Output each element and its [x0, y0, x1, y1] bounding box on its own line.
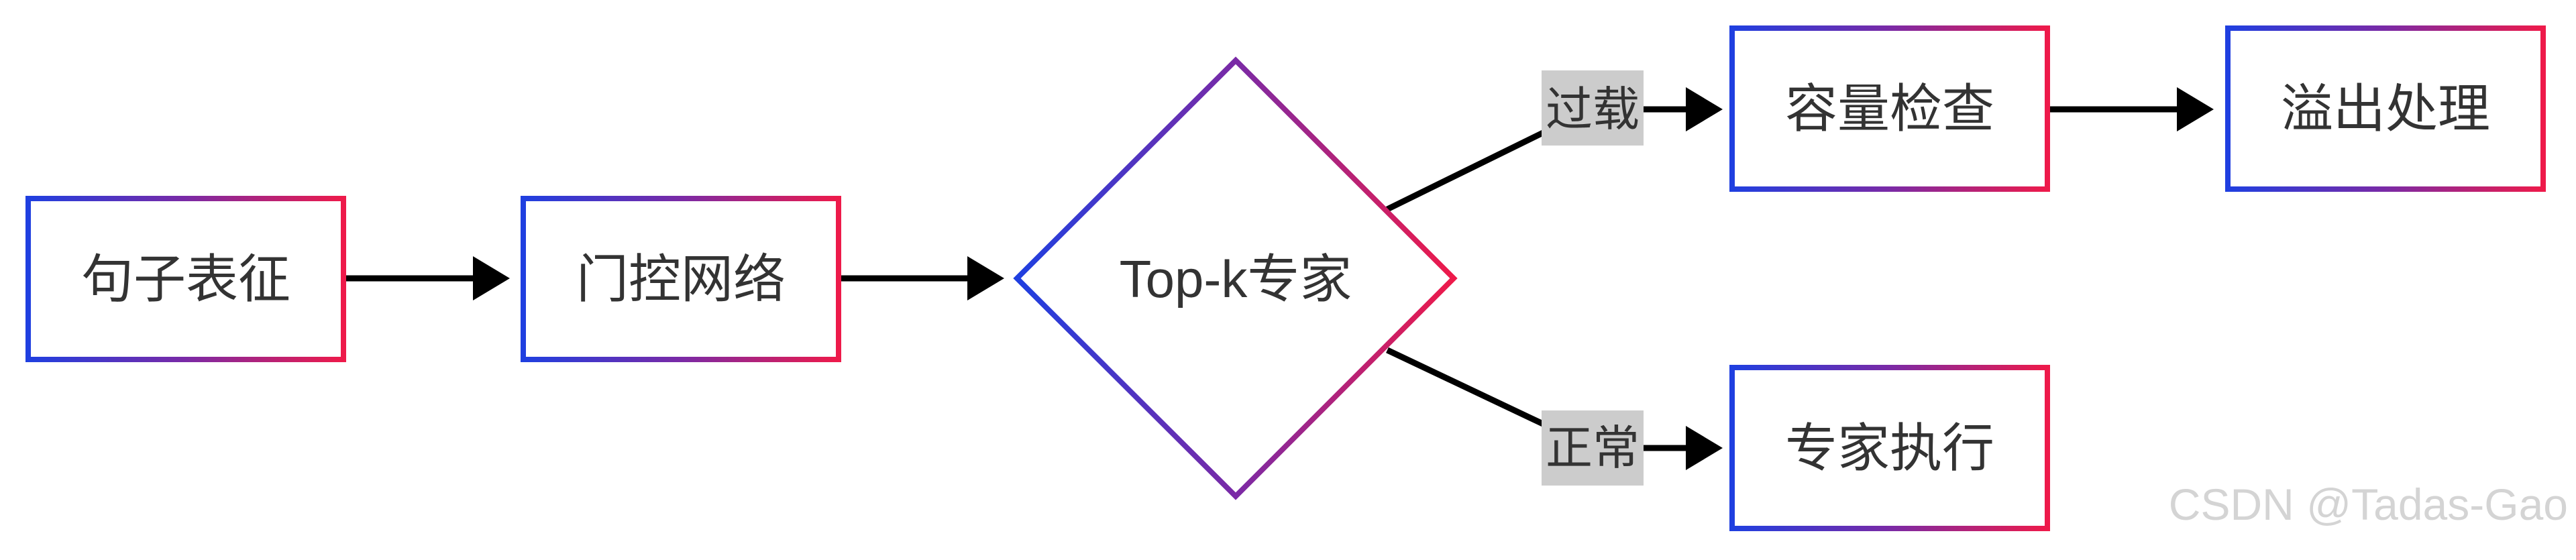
node-topk-experts-diamond	[1013, 56, 1458, 500]
arrowhead-topk	[967, 256, 1004, 300]
arrowhead-capacity	[1686, 87, 1723, 131]
node-capacity-check-label: 容量检查	[1785, 79, 1994, 138]
node-capacity-check[interactable]: 容量检查	[1729, 25, 2050, 192]
edge-label-normal-bg	[1542, 410, 1644, 486]
arrowhead-gating	[473, 256, 510, 300]
node-gating-network[interactable]: 门控网络	[521, 196, 841, 362]
node-gating-network-label: 门控网络	[576, 249, 786, 309]
node-overflow-handling-label: 溢出处理	[2281, 79, 2490, 138]
node-overflow-handling[interactable]: 溢出处理	[2225, 25, 2546, 192]
node-expert-execution-box	[1729, 365, 2050, 531]
node-overflow-handling-box	[2225, 25, 2546, 192]
node-capacity-check-box	[1729, 25, 2050, 192]
arrowhead-expert	[1686, 426, 1723, 470]
edge-topk-to-normal	[1386, 347, 1544, 427]
edges	[345, 87, 2214, 470]
node-topk-experts[interactable]: Top-k专家	[1013, 56, 1458, 500]
watermark: CSDN @Tadas-Gao	[2169, 480, 2568, 529]
edge-label-overload: 过载	[1542, 70, 1644, 146]
edge-label-normal-text: 正常	[1546, 422, 1640, 474]
node-expert-execution-label: 专家执行	[1785, 418, 1994, 478]
node-gating-network-box	[521, 196, 841, 362]
node-sentence-representation-box	[25, 196, 346, 362]
edge-topk-to-overload	[1386, 129, 1544, 213]
node-topk-experts-label: Top-k专家	[1120, 249, 1352, 309]
node-sentence-representation[interactable]: 句子表征	[25, 196, 346, 362]
arrowhead-overflow	[2177, 87, 2214, 131]
edge-label-overload-bg	[1542, 70, 1644, 146]
edge-label-overload-text: 过载	[1546, 83, 1640, 135]
node-expert-execution[interactable]: 专家执行	[1729, 365, 2050, 531]
node-sentence-representation-label: 句子表征	[81, 249, 290, 309]
edge-label-normal: 正常	[1542, 410, 1644, 486]
